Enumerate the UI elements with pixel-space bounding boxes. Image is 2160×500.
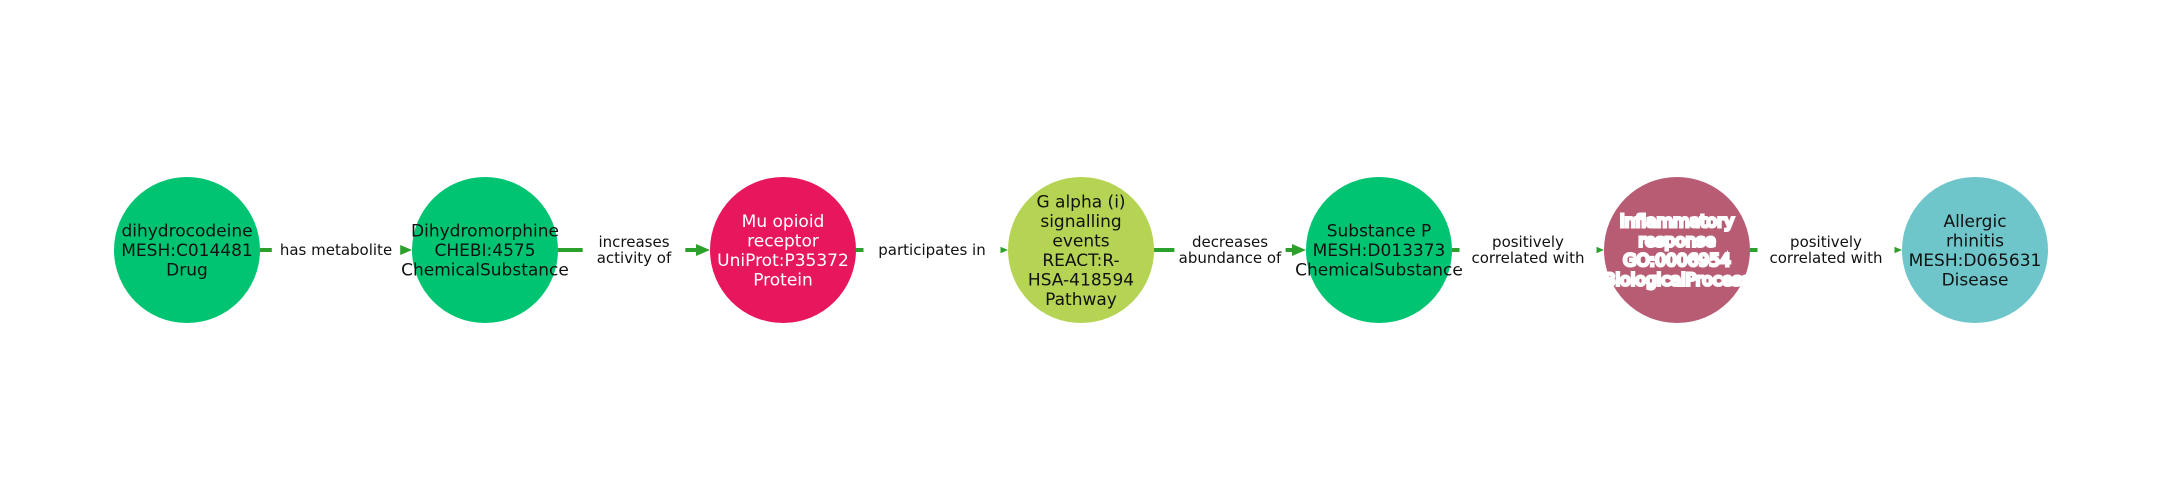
- edge-label-background: [582, 232, 686, 268]
- edge-label-line: correlated with: [1770, 249, 1883, 267]
- node-label-line: GO:0006954: [1623, 251, 1731, 271]
- node-label-line: G alpha (i): [1036, 192, 1125, 212]
- node-label-line: response: [1638, 231, 1715, 251]
- node-label-line: Protein: [753, 270, 813, 290]
- edge-label-background: [863, 240, 1001, 260]
- edge-label: has metabolite: [271, 240, 401, 260]
- node-label-line: Drug: [166, 261, 208, 281]
- edge-label-line: positively: [1492, 233, 1564, 251]
- node-circle[interactable]: [1604, 177, 1750, 323]
- node-label-line: events: [1052, 231, 1109, 251]
- edge-arrowhead: [398, 244, 412, 256]
- node-label-line: MESH:D013373: [1313, 241, 1446, 261]
- edge-label-background: [271, 240, 401, 260]
- node-circle[interactable]: [1008, 177, 1154, 323]
- node-label-line: signalling: [1040, 212, 1121, 232]
- node-circle[interactable]: [114, 177, 260, 323]
- edge-label-line: abundance of: [1179, 249, 1282, 267]
- node-label-line: Disease: [1942, 270, 2009, 290]
- node-circle[interactable]: [412, 177, 558, 323]
- node-label-line: CHEBI:4575: [434, 241, 535, 261]
- node-label-line: ChemicalSubstance: [1295, 261, 1463, 281]
- node-label-line: Substance P: [1327, 222, 1432, 242]
- node-label-line: rhinitis: [1946, 231, 2004, 251]
- node-label-line: inflammatory: [1620, 212, 1734, 232]
- node-label-line: Mu opioid: [742, 212, 825, 232]
- node-label-line: ChemicalSubstance: [401, 261, 569, 281]
- node-label-line: Allergic: [1943, 212, 2006, 232]
- edge-label-background: [1174, 232, 1286, 268]
- node-label-line: MESH:C014481: [121, 241, 252, 261]
- edge-label-line: has metabolite: [280, 241, 392, 259]
- node-label-line: HSA-418594: [1028, 270, 1134, 290]
- edge-label-background: [1757, 232, 1895, 268]
- node-n4[interactable]: G alpha (i)signallingeventsREACT:R-HSA-4…: [1008, 177, 1154, 323]
- edge-label-line: participates in: [878, 241, 985, 259]
- node-label-line: receptor: [747, 231, 819, 251]
- edge-arrowhead: [696, 244, 710, 256]
- edge-label: participates in: [863, 240, 1001, 260]
- edge-label-line: correlated with: [1472, 249, 1585, 267]
- edge-arrowhead: [1292, 244, 1306, 256]
- edge-label-line: increases: [598, 233, 669, 251]
- node-label-line: Pathway: [1045, 290, 1117, 310]
- node-n6[interactable]: inflammatoryresponseGO:0006954Biological…: [1602, 177, 1752, 323]
- edge-label-line: activity of: [597, 249, 672, 267]
- node-label-line: dihydrocodeine: [121, 222, 252, 242]
- node-label-line: MESH:D065631: [1909, 251, 2042, 271]
- node-n2[interactable]: DihydromorphineCHEBI:4575ChemicalSubstan…: [401, 177, 569, 323]
- edge-label-line: decreases: [1192, 233, 1268, 251]
- node-label-line: REACT:R-: [1042, 251, 1119, 271]
- node-circle[interactable]: [710, 177, 856, 323]
- edge-label-line: positively: [1790, 233, 1862, 251]
- node-label-line: Dihydromorphine: [411, 222, 559, 242]
- node-label-line: BiologicalProcess: [1604, 270, 1751, 290]
- node-circle[interactable]: [1306, 177, 1452, 323]
- node-label-line: UniProt:P35372: [717, 251, 849, 271]
- node-circle[interactable]: [1902, 177, 2048, 323]
- edge-label-background: [1459, 232, 1597, 268]
